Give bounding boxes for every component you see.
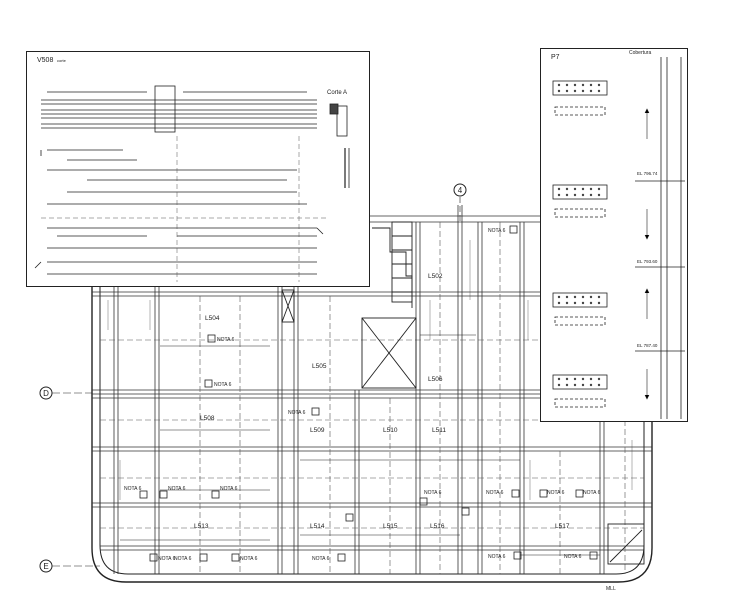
note-marker: NOTA 6 (575, 489, 601, 498)
note-marker: NOTA 6 (174, 553, 208, 562)
slab-label-l514: L514 (310, 523, 325, 530)
column-title: P7 (551, 54, 560, 61)
note-marker: NOTA 6 (231, 553, 258, 562)
axis-label-4: 4 (458, 186, 463, 195)
svg-text:NOTA 6: NOTA 6 (158, 556, 176, 562)
level-mark: EL 787.40 (637, 343, 658, 348)
slab-label-l516: L516 (430, 523, 445, 530)
svg-text:NOTA 6: NOTA 6 (240, 556, 258, 562)
beam-detail-panel: V508 corte Corte A (26, 51, 370, 287)
note-marker: NOTA 6 (204, 379, 232, 388)
svg-text:NOTA 6: NOTA 6 (220, 486, 238, 492)
slab-label-l513: L513 (194, 523, 209, 530)
slab-label-l502: L502 (428, 273, 443, 280)
note-marker (461, 507, 470, 516)
svg-text:NOTA 6: NOTA 6 (312, 556, 330, 562)
column-detail-panel: P7 Cobertura EL 796.74 EL 793.60 EL 787.… (540, 48, 688, 422)
note-marker (345, 513, 354, 522)
note-marker: NOTA 6 (419, 490, 442, 506)
slab-label-l515: L515 (383, 523, 398, 530)
section-title: Corte A (327, 90, 348, 96)
note-marker: NOTA 6 (159, 486, 186, 499)
note-marker: NOTA 6 (124, 486, 148, 499)
level-mark: EL 793.60 (637, 259, 658, 264)
detail-subtitle: corte (57, 58, 66, 63)
svg-text:NOTA 6: NOTA 6 (424, 490, 442, 496)
axis-bubble-d: D (39, 386, 92, 400)
svg-text:NOTA 6: NOTA 6 (288, 410, 306, 416)
slab-label-l509: L509 (310, 427, 325, 434)
axis-label-e: E (43, 562, 48, 571)
note-marker: NOTA 6 (207, 334, 235, 343)
note-marker: NOTA 6 (211, 486, 238, 499)
slab-label-l511: L511 (432, 427, 446, 434)
note-marker: NOTA 6 (288, 407, 320, 416)
note-marker: NOTA 6 (486, 489, 520, 498)
column-detail-drawing (552, 57, 685, 419)
svg-text:NOTA 6: NOTA 6 (214, 382, 232, 388)
column-header: Cobertura (629, 50, 652, 56)
svg-text:NOTA 6: NOTA 6 (124, 486, 142, 492)
detail-title: V508 (37, 57, 54, 64)
level-mark: EL 796.74 (637, 171, 658, 176)
slab-label-l517: L517 (555, 523, 570, 530)
note-marker: NOTA 6 (488, 551, 522, 560)
corner-label: MLL (606, 586, 616, 592)
note-marker: NOTA 6 (312, 553, 346, 562)
svg-text:NOTA 6: NOTA 6 (488, 228, 506, 234)
note-marker: NOTA 6 (564, 551, 598, 560)
svg-text:NOTA 6: NOTA 6 (488, 554, 506, 560)
note-marker: NOTA 6 (149, 553, 176, 562)
beam-detail-drawing (34, 85, 350, 282)
axis-bubble-4: 4 (453, 183, 467, 222)
svg-text:NOTA 6: NOTA 6 (583, 490, 601, 496)
note-marker: NOTA 6 (539, 489, 565, 498)
slab-label-l504: L504 (205, 315, 220, 322)
axis-bubble-e: E (39, 559, 100, 573)
svg-text:NOTA 6: NOTA 6 (168, 486, 186, 492)
slab-label-l506: L506 (428, 376, 443, 383)
axis-label-d: D (43, 389, 49, 398)
svg-text:NOTA 6: NOTA 6 (217, 337, 235, 343)
slab-label-l505: L505 (312, 363, 327, 370)
svg-text:NOTA 6: NOTA 6 (547, 490, 565, 496)
svg-text:NOTA 6: NOTA 6 (174, 556, 192, 562)
svg-text:NOTA 6: NOTA 6 (564, 554, 582, 560)
slab-label-l510: L510 (383, 427, 398, 434)
slab-label-l508: L508 (200, 415, 215, 422)
svg-text:NOTA 6: NOTA 6 (486, 490, 504, 496)
note-marker: NOTA 6 (488, 225, 518, 234)
